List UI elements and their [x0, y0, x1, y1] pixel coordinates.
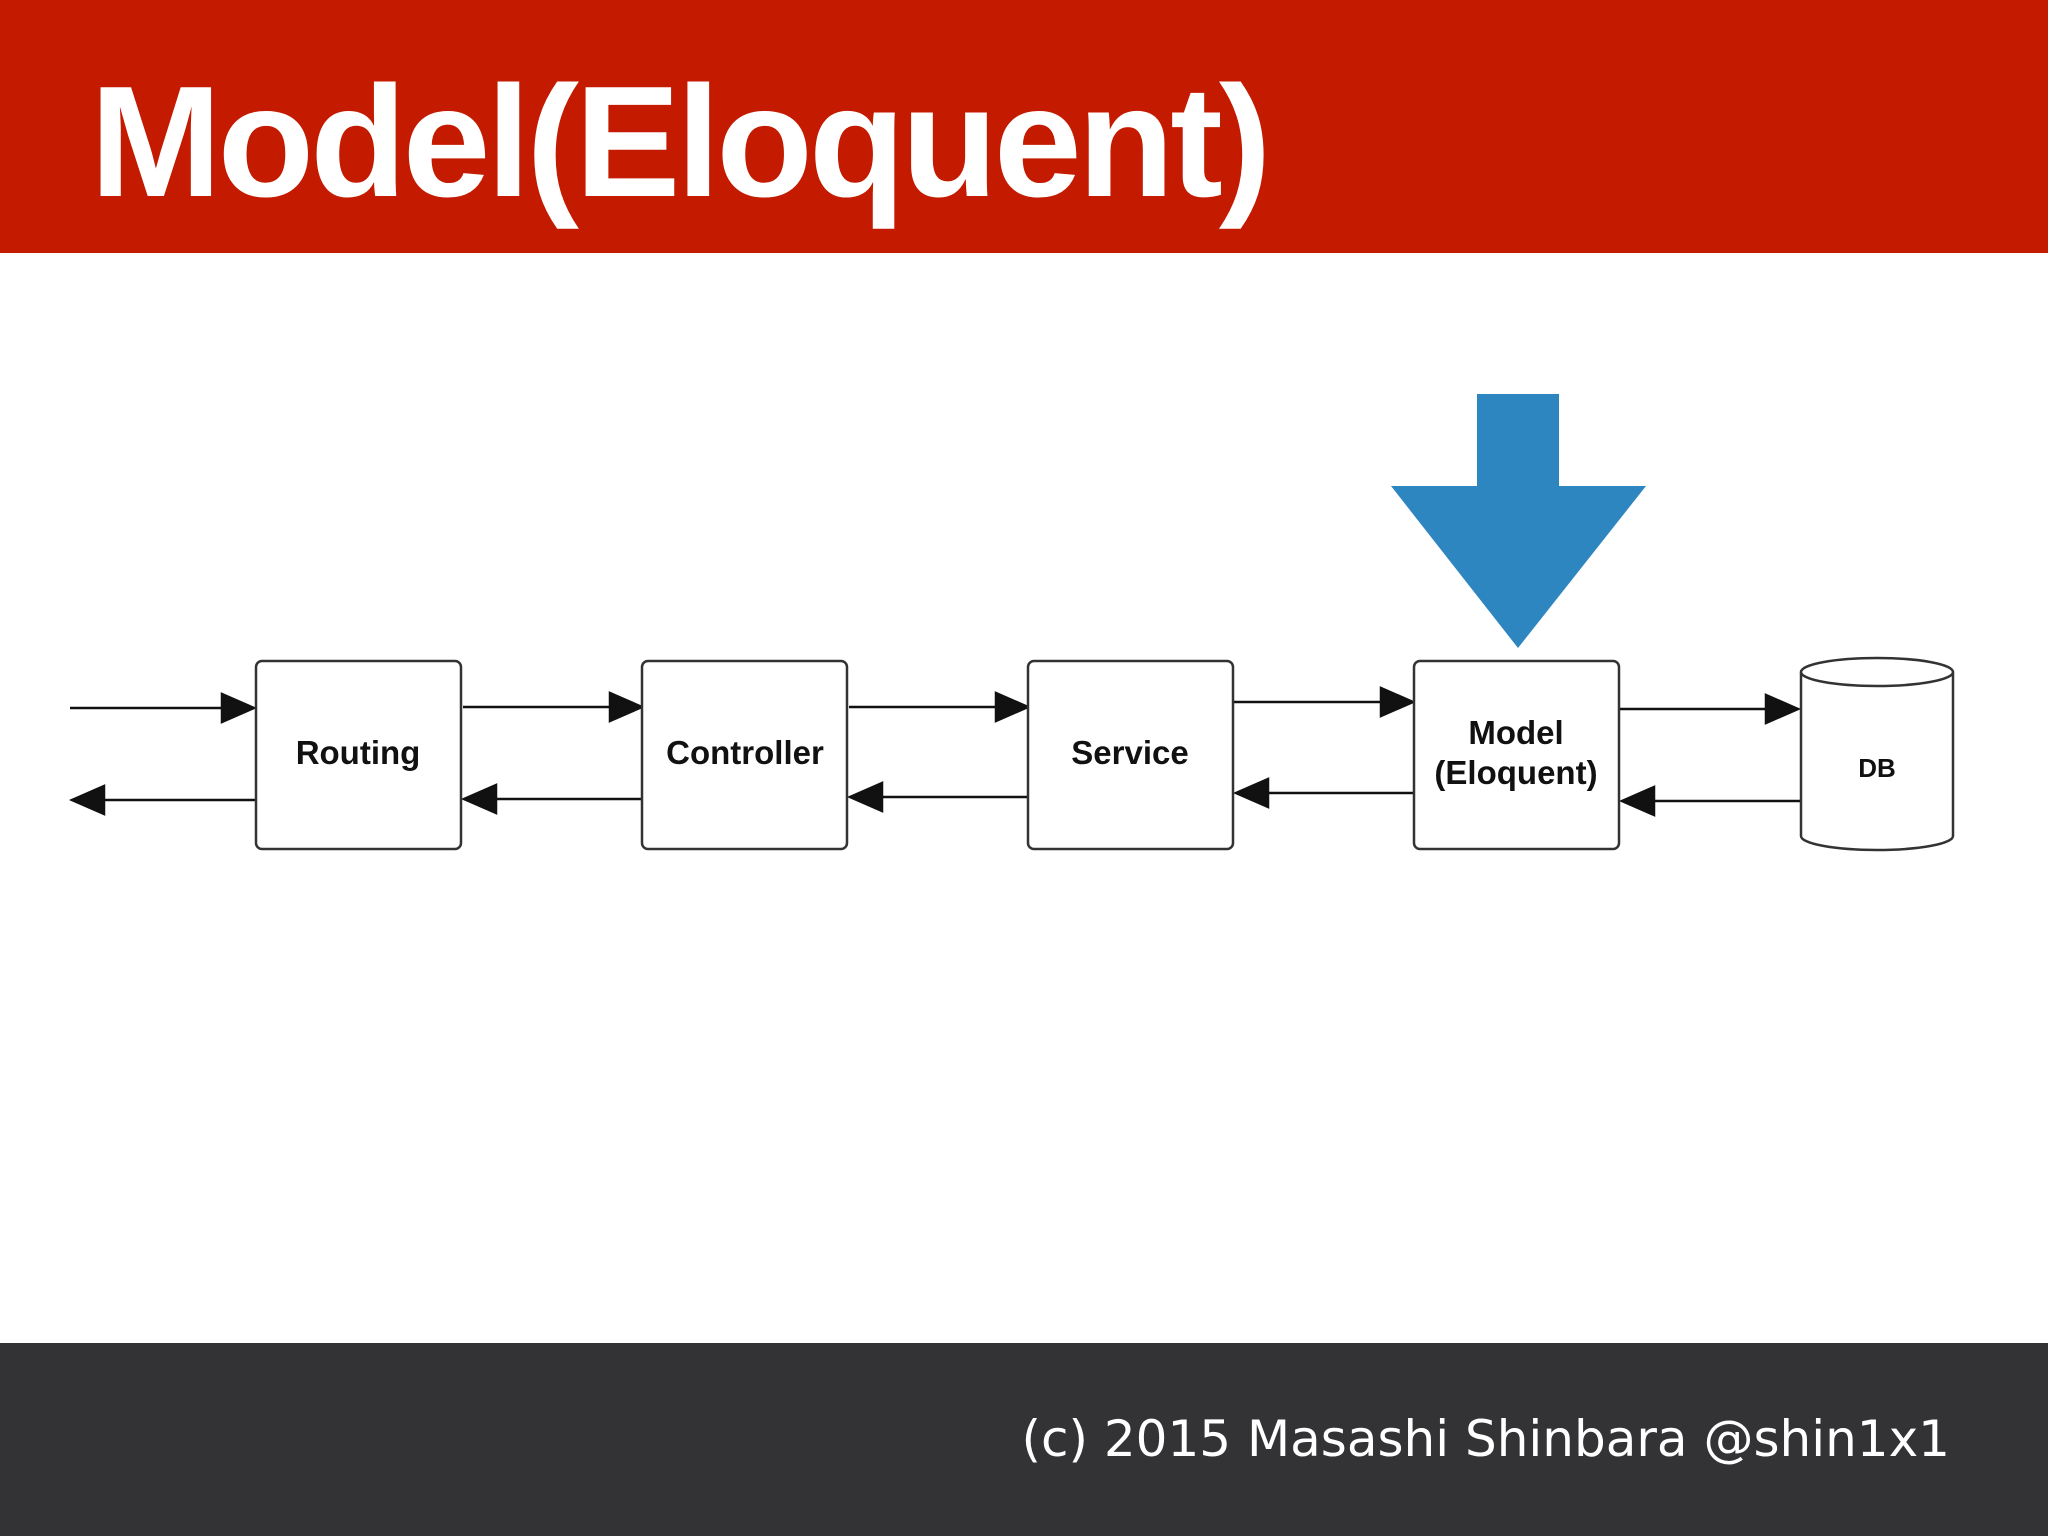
- routing-node: Routing: [254, 659, 463, 851]
- forward-arrows: [70, 686, 1802, 725]
- routing-label: Routing: [296, 734, 421, 771]
- title-bar: Model(Eloquent): [0, 0, 2048, 253]
- flow-diagram: Routing Controller Service Model (Eloque…: [68, 394, 1955, 852]
- service-node: Service: [1026, 659, 1235, 851]
- db-label: DB: [1858, 753, 1896, 783]
- db-node: DB: [1799, 656, 1955, 852]
- return-arrows: [68, 777, 1802, 817]
- controller-label: Controller: [666, 734, 824, 771]
- controller-node: Controller: [640, 659, 849, 851]
- model-label-line1: Model: [1468, 714, 1563, 751]
- slide-title: Model(Eloquent): [90, 54, 1271, 230]
- down-arrow-icon: [1391, 394, 1646, 648]
- footer-bar: (c) 2015 Masashi Shinbara @shin1x1: [0, 1343, 2048, 1536]
- model-node: Model (Eloquent): [1412, 659, 1621, 851]
- service-label: Service: [1071, 734, 1188, 771]
- copyright-text: (c) 2015 Masashi Shinbara @shin1x1: [1021, 1410, 1950, 1468]
- model-label-line2: (Eloquent): [1434, 754, 1597, 791]
